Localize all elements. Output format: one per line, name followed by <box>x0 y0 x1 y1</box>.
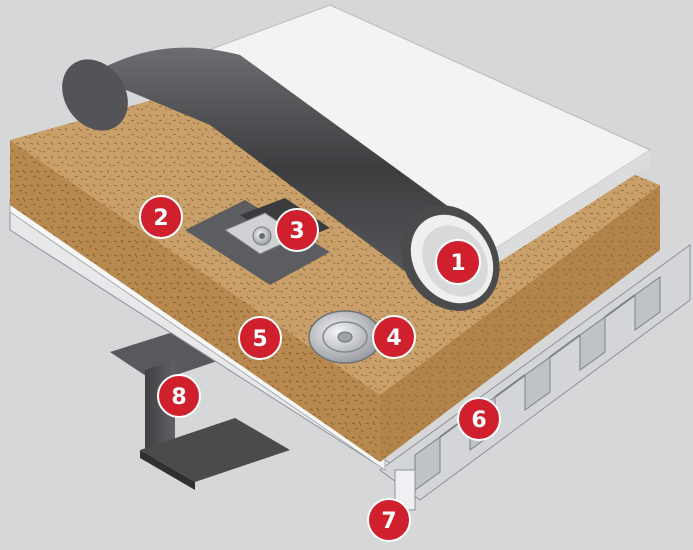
callout-5-label: 5 <box>252 327 267 352</box>
callout-6: 6 <box>457 397 501 441</box>
callout-4: 4 <box>372 315 416 359</box>
insulation-fastener-plate <box>308 310 382 364</box>
callout-8-label: 8 <box>171 385 186 410</box>
callout-3-label: 3 <box>289 219 304 244</box>
callout-7: 7 <box>367 498 411 542</box>
callout-4-label: 4 <box>386 326 401 351</box>
callout-5: 5 <box>238 316 282 360</box>
callout-7-label: 7 <box>381 509 396 534</box>
callout-6-label: 6 <box>471 408 486 433</box>
callout-3: 3 <box>275 208 319 252</box>
callout-2: 2 <box>139 195 183 239</box>
callout-2-label: 2 <box>153 206 168 231</box>
callout-1: 1 <box>435 239 481 285</box>
callout-8: 8 <box>157 374 201 418</box>
callout-1-label: 1 <box>450 251 465 276</box>
